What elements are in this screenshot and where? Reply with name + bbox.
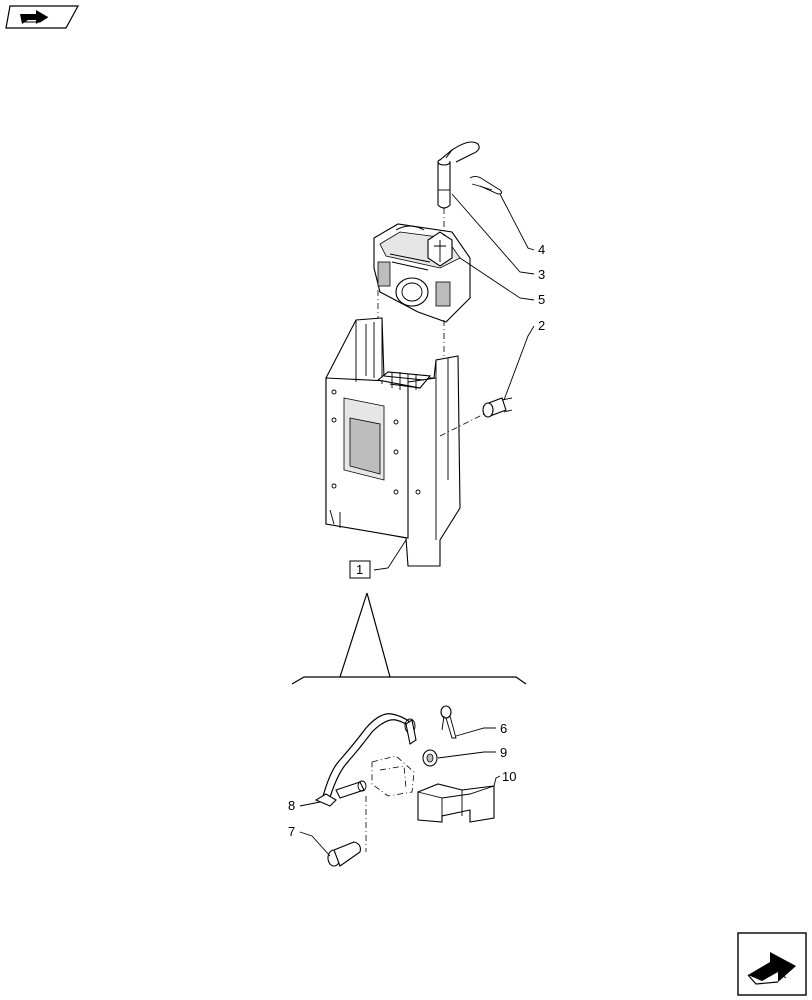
hitch-pin [437, 141, 480, 209]
chain [314, 713, 416, 807]
callout-2: 2 [538, 318, 545, 333]
leader-lines [299, 193, 535, 857]
callout-3: 3 [538, 267, 545, 282]
callout-8: 8 [288, 798, 295, 813]
callout-7: 7 [288, 824, 295, 839]
split-pin [440, 705, 457, 739]
next-page-icon[interactable] [737, 932, 807, 996]
r-clip [469, 175, 503, 195]
prev-page-icon[interactable] [5, 5, 80, 29]
detail-separator [291, 676, 527, 685]
bolt [482, 397, 513, 418]
callout-9: 9 [500, 745, 507, 760]
callout-10: 10 [502, 769, 516, 784]
main-bracket [325, 317, 461, 567]
callout-4: 4 [538, 242, 545, 257]
washer [422, 749, 438, 767]
retaining-pin [405, 719, 417, 745]
callouts: 1 2 3 4 5 6 7 8 9 10 [288, 242, 545, 839]
drawbar-block [417, 783, 495, 823]
callout-5: 5 [538, 292, 545, 307]
callout-1-box [349, 560, 371, 579]
callout-1: 1 [356, 562, 363, 577]
hook-jaw-block [373, 223, 471, 323]
callout-6: 6 [500, 721, 507, 736]
clevis-pin [327, 841, 361, 867]
clevis-outline [371, 755, 415, 797]
